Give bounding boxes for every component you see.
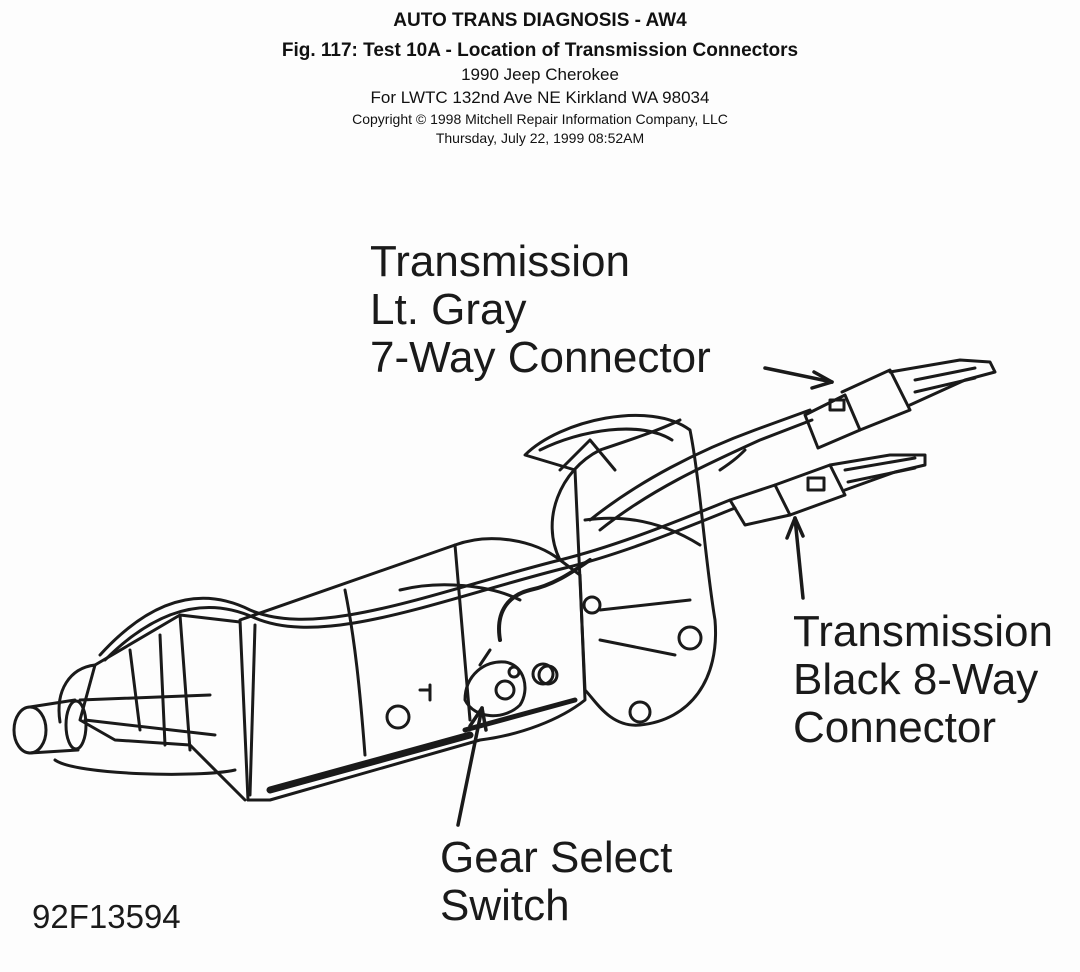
gray-7-way-connector [803,358,997,450]
callout-black-line-2: Black 8-Way [793,655,1039,704]
doc-title: AUTO TRANS DIAGNOSIS - AW4 [393,10,687,31]
arrow-to-black-connector [793,516,805,600]
output-shaft [12,698,88,755]
wiring-harness [98,408,814,662]
arrowhead-gear [468,706,488,732]
tail-housing [53,613,247,802]
arrowhead-gray [810,370,834,390]
bell-housing [523,413,718,727]
gear-select-switch [463,648,527,718]
arrow-to-gear-switch [456,706,484,827]
callout-gear-switch: Gear Select Switch [440,834,672,930]
arrowhead-black [785,516,805,540]
callout-gear-line-2: Switch [440,881,570,930]
figure-caption: Fig. 117: Test 10A - Location of Transmi… [281,40,799,61]
customer-line: For LWTC 132nd Ave NE Kirkland WA 98034 [370,88,710,107]
leader-arrows [456,366,834,827]
callout-gear-line-1: Gear Select [440,833,673,882]
callout-gray-line-2: Lt. Gray [370,285,527,334]
black-8-way-connector [728,453,927,527]
callout-black-connector: Transmission Black 8-Way Connector [793,608,1053,752]
callout-gray-connector: Transmission Lt. Gray 7-Way Connector [370,238,711,382]
callout-black-line-1: Transmission [793,607,1053,656]
callout-gray-line-1: Transmission [370,237,630,286]
callout-black-line-3: Connector [793,703,997,752]
date-line: Thursday, July 22, 1999 08:52AM [435,130,645,146]
figure-id: 92F13594 [32,898,181,935]
vehicle-line: 1990 Jeep Cherokee [461,65,619,84]
callout-gray-line-3: 7-Way Connector [370,333,711,382]
copyright-line: Copyright © 1998 Mitchell Repair Informa… [352,111,728,127]
arrow-to-gray-connector [763,366,834,384]
